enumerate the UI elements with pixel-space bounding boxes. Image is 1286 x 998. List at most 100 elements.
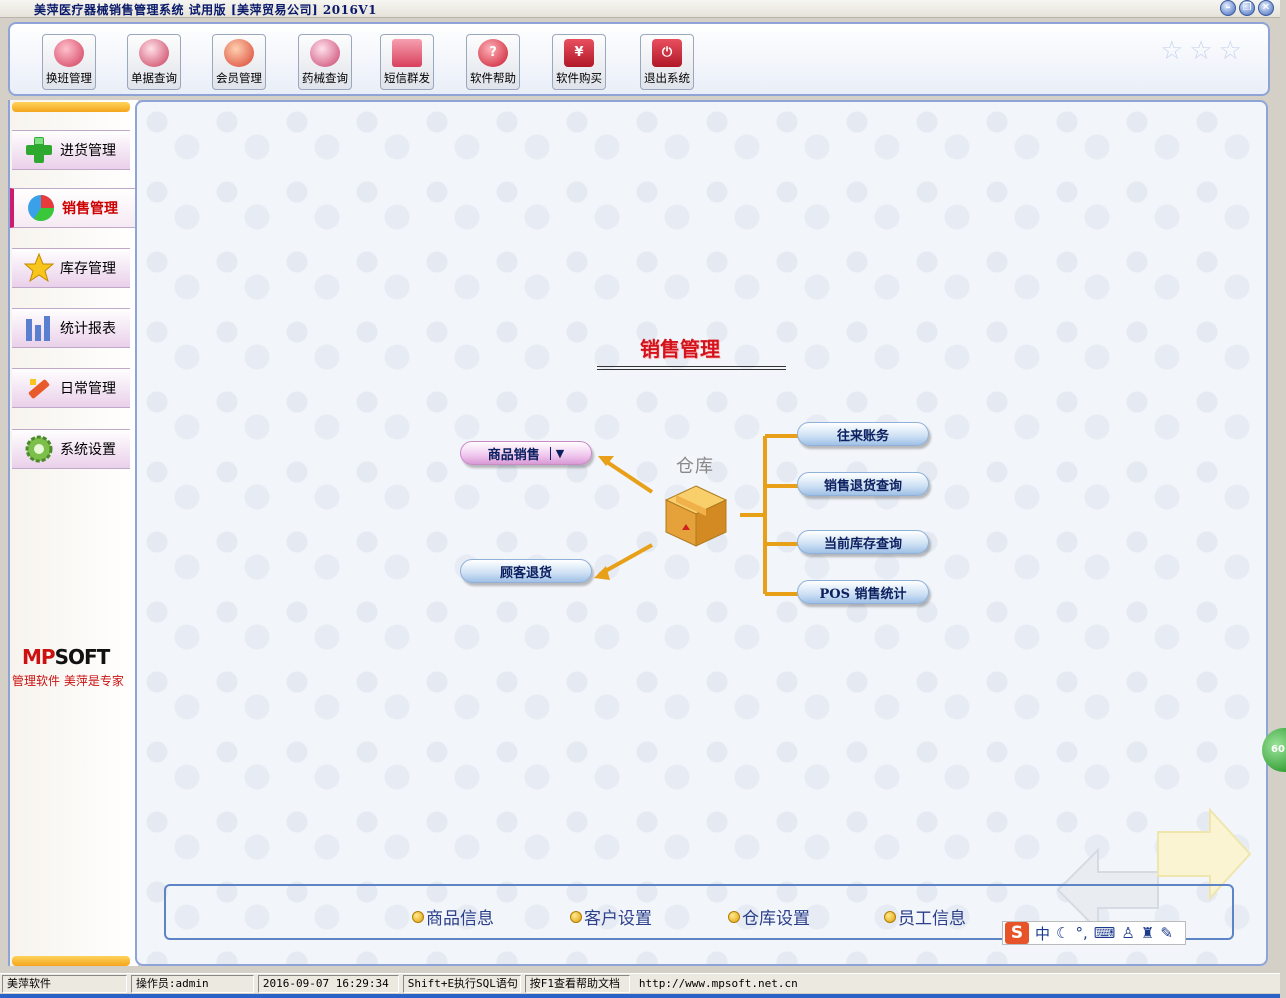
brand-logo: MPSOFT xyxy=(22,645,110,669)
moon-icon[interactable]: ☾ xyxy=(1056,924,1070,942)
exit-system-button[interactable]: ⏻ 退出系统 xyxy=(640,34,694,90)
quick-link-product-info[interactable]: 商品信息 xyxy=(412,904,494,929)
software-buy-button[interactable]: ¥ 软件购买 xyxy=(552,34,606,90)
help-icon: ? xyxy=(478,39,508,67)
window-controls: – ❐ ✕ xyxy=(1220,0,1274,16)
warehouse-box-icon[interactable] xyxy=(664,484,728,548)
toolbar-button-label: 药械查询 xyxy=(302,71,348,85)
minimize-button[interactable]: – xyxy=(1220,0,1236,16)
node-label: 商品销售 xyxy=(487,447,540,463)
forward-arrow-icon[interactable] xyxy=(1156,806,1252,902)
user-icon[interactable]: ♙ xyxy=(1121,924,1135,942)
toolbar-button-label: 换班管理 xyxy=(46,71,92,85)
sms-broadcast-button[interactable]: 短信群发 xyxy=(380,34,434,90)
quick-links-panel xyxy=(164,884,1234,940)
sidebar-item-label: 统计报表 xyxy=(60,321,116,337)
toolbar-button-label: 软件购买 xyxy=(556,71,602,85)
left-nav-panel: 进货管理 销售管理 库存管理 统计报表 日常管理 系统设置 xyxy=(8,100,138,966)
arrow-head-icon xyxy=(594,566,610,580)
page-title: 销售管理 xyxy=(640,337,720,361)
sales-return-query-button[interactable]: 销售退货查询 xyxy=(797,472,929,496)
quick-link-label: 员工信息 xyxy=(898,909,966,929)
receipt-query-button[interactable]: 单据查询 xyxy=(127,34,181,90)
star-icon xyxy=(23,252,55,283)
quick-link-warehouse-settings[interactable]: 仓库设置 xyxy=(728,904,810,929)
status-operator: 操作员:admin xyxy=(130,975,254,993)
node-label: 往来账务 xyxy=(836,428,889,444)
bar-chart-icon xyxy=(26,316,50,341)
nav-bottom-bar xyxy=(12,956,130,966)
ime-toolbar[interactable]: S 中 ☾ °, ⌨ ♙ ♜ ✎ xyxy=(1002,921,1186,945)
user-swap-icon xyxy=(54,39,84,67)
sidebar-item-label: 系统设置 xyxy=(60,442,116,458)
title-underline xyxy=(597,366,786,370)
main-toolbar: ☆☆☆ 换班管理 单据查询 会员管理 药械查询 短信群发 ? 软件帮助 ¥ 软件… xyxy=(8,22,1270,96)
node-label: 销售退货查询 xyxy=(823,478,902,494)
skin-shirt-icon[interactable]: ♜ xyxy=(1140,924,1155,942)
keyboard-icon[interactable]: ⌨ xyxy=(1093,924,1116,942)
bullet-icon xyxy=(412,910,424,923)
close-button[interactable]: ✕ xyxy=(1258,0,1274,16)
title-bar: 美萍医疗器械销售管理系统 试用版 [美萍贸易公司] 2016V1 – ❐ ✕ xyxy=(0,0,1280,18)
status-sql-hint: Shift+E执行SQL语句 xyxy=(402,975,521,993)
toolbar-button-label: 会员管理 xyxy=(216,71,262,85)
customer-return-button[interactable]: 顾客退货 xyxy=(460,559,592,583)
quick-link-staff-info[interactable]: 员工信息 xyxy=(884,904,966,929)
status-datetime: 2016-09-07 16:29:34 xyxy=(257,975,399,993)
stock-query-button[interactable]: 当前库存查询 xyxy=(797,530,929,554)
bullet-icon xyxy=(570,910,582,923)
quick-link-customer-settings[interactable]: 客户设置 xyxy=(570,904,652,929)
toolbar-button-label: 软件帮助 xyxy=(470,71,516,85)
power-icon: ⏻ xyxy=(652,39,682,67)
wrench-icon[interactable]: ✎ xyxy=(1160,924,1173,942)
sidebar-item-sales[interactable]: 销售管理 xyxy=(10,188,136,228)
node-label: 顾客退货 xyxy=(499,565,552,581)
node-label: POS 销售统计 xyxy=(819,586,907,602)
member-manage-button[interactable]: 会员管理 xyxy=(212,34,266,90)
accounts-button[interactable]: 往来账务 xyxy=(797,422,929,446)
restore-button[interactable]: ❐ xyxy=(1239,0,1255,16)
bullet-icon xyxy=(884,910,896,923)
status-help-hint: 按F1查看帮助文档 xyxy=(524,975,630,993)
sidebar-item-inventory[interactable]: 库存管理 xyxy=(12,248,130,288)
sidebar-item-label: 进货管理 xyxy=(60,143,116,159)
toolbar-button-label: 单据查询 xyxy=(131,71,177,85)
sogou-logo-icon: S xyxy=(1005,922,1029,944)
software-help-button[interactable]: ? 软件帮助 xyxy=(466,34,520,90)
sidebar-item-daily[interactable]: 日常管理 xyxy=(12,368,130,408)
main-panel xyxy=(135,100,1268,966)
member-icon xyxy=(224,39,254,67)
sidebar-item-settings[interactable]: 系统设置 xyxy=(12,429,130,469)
sidebar-item-label: 销售管理 xyxy=(62,201,118,217)
pos-sales-stats-button[interactable]: POS 销售统计 xyxy=(797,580,929,604)
quick-link-label: 商品信息 xyxy=(426,909,494,929)
quick-link-label: 客户设置 xyxy=(584,909,652,929)
drug-query-button[interactable]: 药械查询 xyxy=(298,34,352,90)
brand-slogan: 管理软件 美萍是专家 xyxy=(12,674,124,688)
status-url[interactable]: http://www.mpsoft.net.cn xyxy=(638,977,798,990)
envelope-icon xyxy=(392,39,422,67)
toolbar-button-label: 退出系统 xyxy=(644,71,690,85)
pie-icon xyxy=(28,195,55,222)
sidebar-item-reports[interactable]: 统计报表 xyxy=(12,308,130,348)
ime-mode-toggle[interactable]: 中 xyxy=(1035,924,1051,943)
plus-icon xyxy=(26,137,52,163)
status-app-name: 美萍软件 xyxy=(2,975,127,993)
shift-manage-button[interactable]: 换班管理 xyxy=(42,34,96,90)
sidebar-item-label: 日常管理 xyxy=(60,381,116,397)
arrow-head-icon xyxy=(598,456,614,466)
sidebar-item-label: 库存管理 xyxy=(60,261,116,277)
yen-icon: ¥ xyxy=(564,39,594,67)
sidebar-item-purchase[interactable]: 进货管理 xyxy=(12,130,130,170)
product-sales-button[interactable]: 商品销售 ▼ xyxy=(460,441,592,465)
gear-icon xyxy=(25,435,53,463)
toolbar-button-label: 短信群发 xyxy=(384,71,430,85)
warehouse-label: 仓库 xyxy=(676,456,714,477)
taskbar-edge xyxy=(0,994,1280,998)
window-title: 美萍医疗器械销售管理系统 试用版 [美萍贸易公司] 2016V1 xyxy=(34,3,377,17)
node-label: 当前库存查询 xyxy=(823,536,902,552)
chevron-down-icon[interactable]: ▼ xyxy=(549,446,564,460)
quick-link-label: 仓库设置 xyxy=(742,909,810,929)
punctuation-icon[interactable]: °, xyxy=(1075,924,1088,942)
